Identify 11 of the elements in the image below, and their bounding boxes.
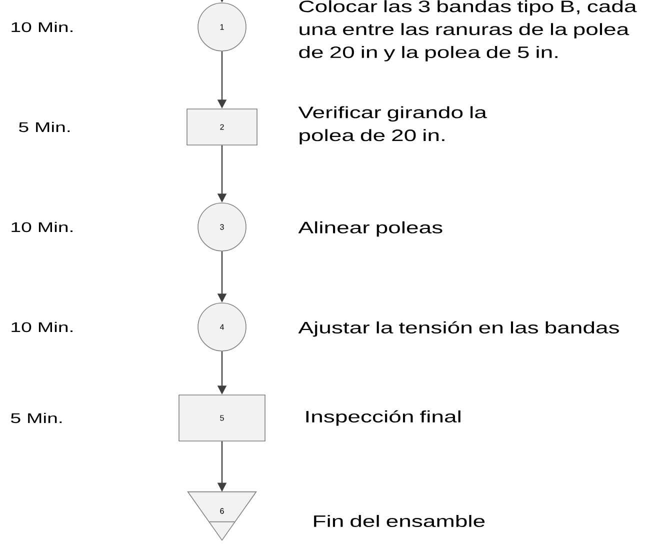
step-description: Ajustar la tensión en las bandas	[298, 321, 619, 337]
step-description: Colocar las 3 bandas tipo B, cada una entre las ranuras de la polea de 20 in y la polea de 5 in.	[299, 0, 637, 62]
duration-text: 5 Min.	[19, 122, 70, 132]
duration-text: 10 Min.	[12, 22, 72, 32]
step-description: Inspección final	[306, 410, 460, 426]
step-description: Fin del ensamble	[314, 514, 485, 528]
duration-text: 10 Min.	[12, 222, 72, 232]
duration-text: 5 Min.	[11, 412, 62, 424]
step-description: Alinear poleas	[298, 221, 442, 237]
duration-text: 10 Min.	[12, 322, 72, 332]
step-description: Verificar girando la polea de 20 in.	[298, 106, 487, 144]
